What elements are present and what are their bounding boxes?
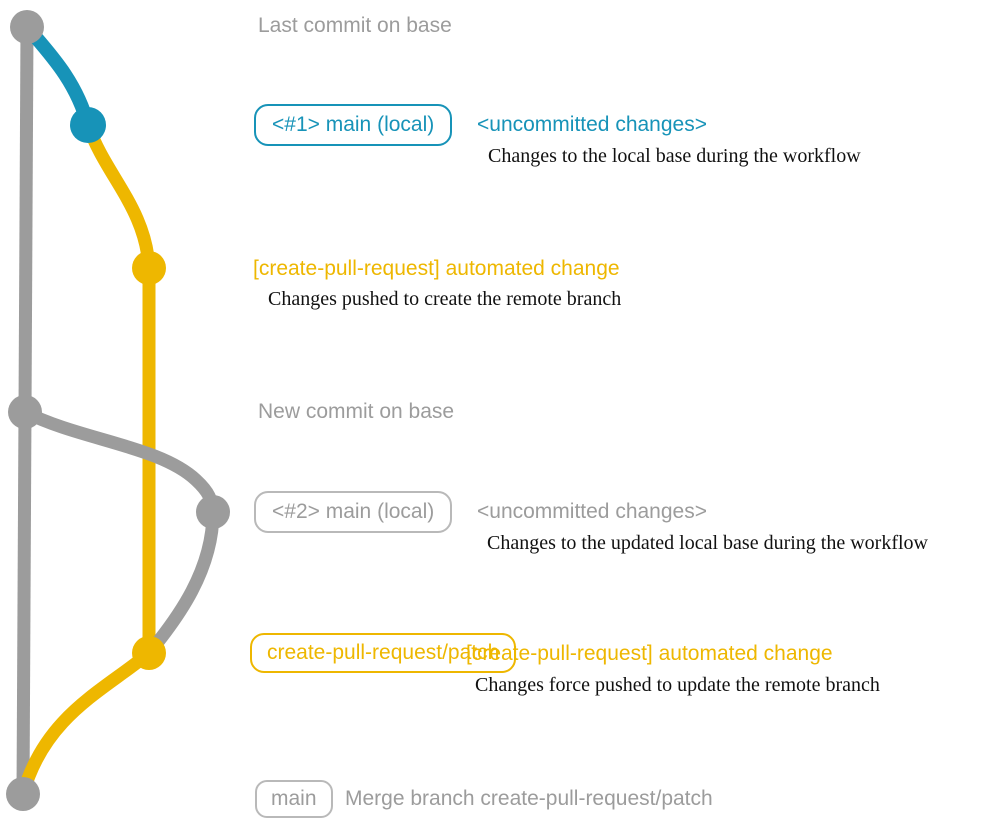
branch-badge-main-local-1-label: <#1> main (local) [254,104,453,146]
commit-dot-merge [6,777,40,811]
branch-badge-create-pull-request-patch: create-pull-request/patch [250,633,517,673]
label-merge-branch: Merge branch create-pull-request/patch [345,787,713,810]
label-new-commit-on-base: New commit on base [258,400,455,423]
branch-badge-main-label: main [255,780,333,818]
label-uncommitted-changes-1: <uncommitted changes> [477,113,707,136]
desc-uncommitted-changes-2: Changes to the updated local base during… [487,532,928,554]
desc-automated-change-2: Changes force pushed to update the remot… [475,674,880,696]
desc-automated-change-1: Changes pushed to create the remote bran… [268,288,622,310]
desc-uncommitted-changes-1: Changes to the local base during the wor… [488,145,861,167]
commit-dot-local-main-2 [196,495,230,529]
local-main-branch-line-2 [18,405,220,519]
branch-badge-create-pull-request-patch-label: create-pull-request/patch [250,633,517,673]
git-graph [6,10,230,811]
commit-dot-automated-change-2 [132,636,166,670]
commit-dot-new-base [8,395,42,429]
commit-dot-automated-change-1 [132,251,166,285]
label-automated-change-2: [create-pull-request] automated change [466,642,833,665]
label-automated-change-1: [create-pull-request] automated change [253,257,620,280]
branch-badge-main-local-2-label: <#2> main (local) [254,491,453,533]
commit-dot-local-main-1 [70,107,106,143]
branch-badge-main: main [255,780,333,818]
branch-badge-main-local-1: <#1> main (local) [254,104,453,146]
label-last-commit-on-base: Last commit on base [258,14,452,37]
pull-request-branch-line [81,118,156,660]
branch-badge-main-local-2: <#2> main (local) [254,491,453,533]
label-uncommitted-changes-2: <uncommitted changes> [477,500,707,523]
merge-line [16,646,156,801]
force-push-line [142,505,220,660]
commit-dot-last-base [10,10,44,44]
